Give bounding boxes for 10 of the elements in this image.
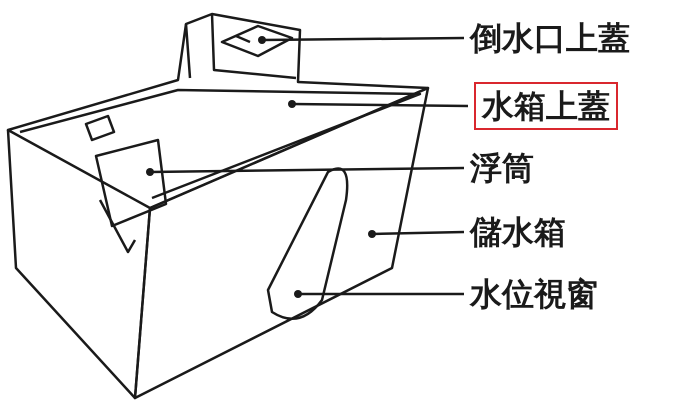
leader-line	[294, 290, 464, 298]
highlighted-label: 水箱上蓋	[474, 82, 618, 130]
leader-line	[258, 36, 464, 44]
part-label: 儲水箱	[470, 216, 566, 248]
part-label: 水位視窗	[470, 278, 598, 310]
leader-line	[146, 166, 464, 176]
part-label: 浮筒	[470, 152, 534, 184]
leader-line	[368, 230, 464, 238]
leader-line	[288, 100, 468, 108]
part-label: 倒水口上蓋	[470, 22, 630, 54]
